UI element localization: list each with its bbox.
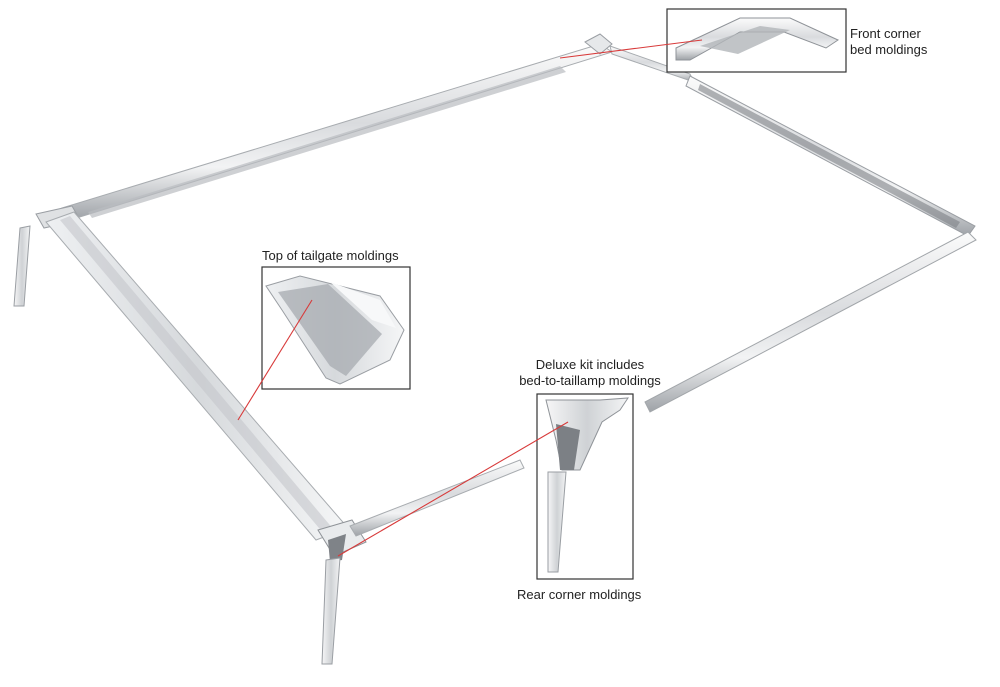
front-corner-label: Front corner bed moldings [850,26,927,58]
front-left-corner [584,33,613,55]
leader-rear-corner [337,421,569,557]
deluxe-kit-label-line1: Deluxe kit includes [535,357,645,372]
leader-front-corner [559,39,703,59]
rear-corner-label: Rear corner moldings [517,587,642,602]
front-corner-label-line2: bed moldings [850,42,928,57]
rear-corner-inset [536,393,634,580]
leader-tailgate [237,299,313,421]
front-corner-label-line1: Front corner [850,26,921,41]
rear-corner-cluster [317,519,367,665]
leader-lines [237,39,703,557]
tailgate-label: Top of tailgate moldings [262,248,399,263]
tailgate-inset [261,266,411,390]
deluxe-kit-label-line2: bed-to-taillamp moldings [519,373,661,388]
deluxe-kit-label: Deluxe kit includes bed-to-taillamp mold… [498,357,682,389]
right-rear-rail [644,231,977,413]
right-bed-rail [685,75,976,237]
left-bed-rail [61,43,614,221]
